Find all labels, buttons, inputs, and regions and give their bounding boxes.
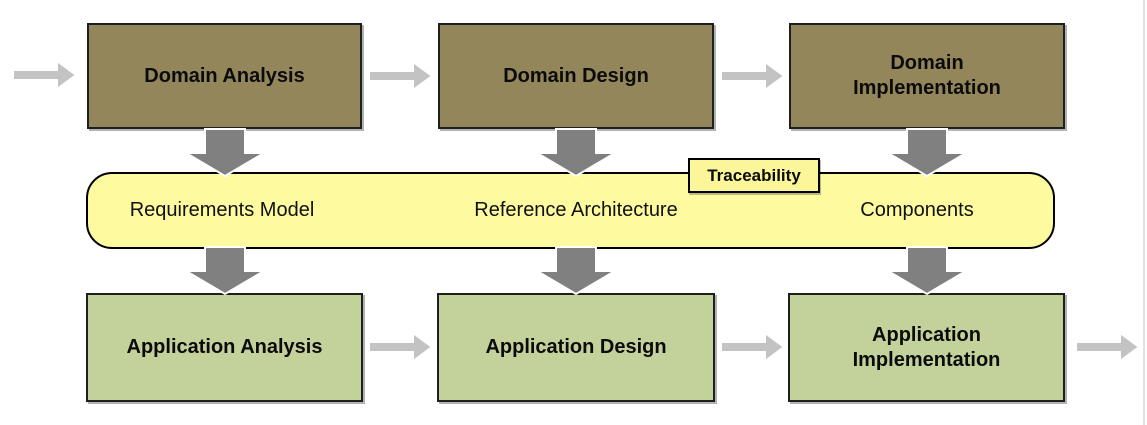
- mapping-arrow-domain-design-to-architecture-icon: [533, 128, 619, 178]
- application-analysis-box: Application Analysis: [86, 293, 363, 402]
- application-analysis-label: Application Analysis: [126, 336, 323, 358]
- reference-architecture-label: Reference Architecture: [474, 199, 678, 221]
- mapping-arrow-architecture-to-application-design-icon: [533, 246, 619, 296]
- traceability-tag-label: Traceability: [707, 165, 801, 185]
- traceability-tag: Traceability: [688, 158, 820, 193]
- flow-arrow-application-analysis-to-design-icon: [368, 331, 434, 363]
- band-item-requirements-model: Requirements Model: [102, 172, 342, 249]
- application-design-label: Application Design: [485, 336, 667, 358]
- domain-design-label: Domain Design: [503, 64, 649, 87]
- domain-analysis-box: Domain Analysis: [87, 23, 362, 129]
- flow-arrow-application-design-to-implementation-icon: [720, 331, 786, 363]
- domain-design-box: Domain Design: [438, 23, 714, 129]
- band-item-components: Components: [797, 172, 1037, 249]
- domain-implementation-label: Domain Implementation: [853, 52, 1001, 99]
- page-edge-line: [1143, 0, 1145, 425]
- flow-arrow-entry-icon: [12, 59, 78, 91]
- mapping-arrow-requirements-to-application-analysis-icon: [182, 246, 268, 296]
- application-design-box: Application Design: [437, 293, 715, 402]
- mapping-arrow-domain-analysis-to-requirements-icon: [182, 128, 268, 178]
- domain-implementation-box: Domain Implementation: [789, 23, 1065, 129]
- flow-arrow-domain-design-to-implementation-icon: [720, 60, 786, 92]
- mapping-arrow-domain-implementation-to-components-icon: [884, 128, 970, 178]
- components-label: Components: [860, 199, 974, 221]
- mapping-arrow-components-to-application-implementation-icon: [884, 246, 970, 296]
- flow-arrow-exit-icon: [1075, 331, 1141, 363]
- application-implementation-box: Application Implementation: [788, 293, 1065, 402]
- flow-arrow-domain-analysis-to-design-icon: [368, 60, 434, 92]
- domain-analysis-label: Domain Analysis: [144, 64, 305, 87]
- band-item-reference-architecture: Reference Architecture: [456, 172, 696, 249]
- requirements-model-label: Requirements Model: [129, 199, 315, 221]
- application-implementation-label: Application Implementation: [852, 323, 1001, 371]
